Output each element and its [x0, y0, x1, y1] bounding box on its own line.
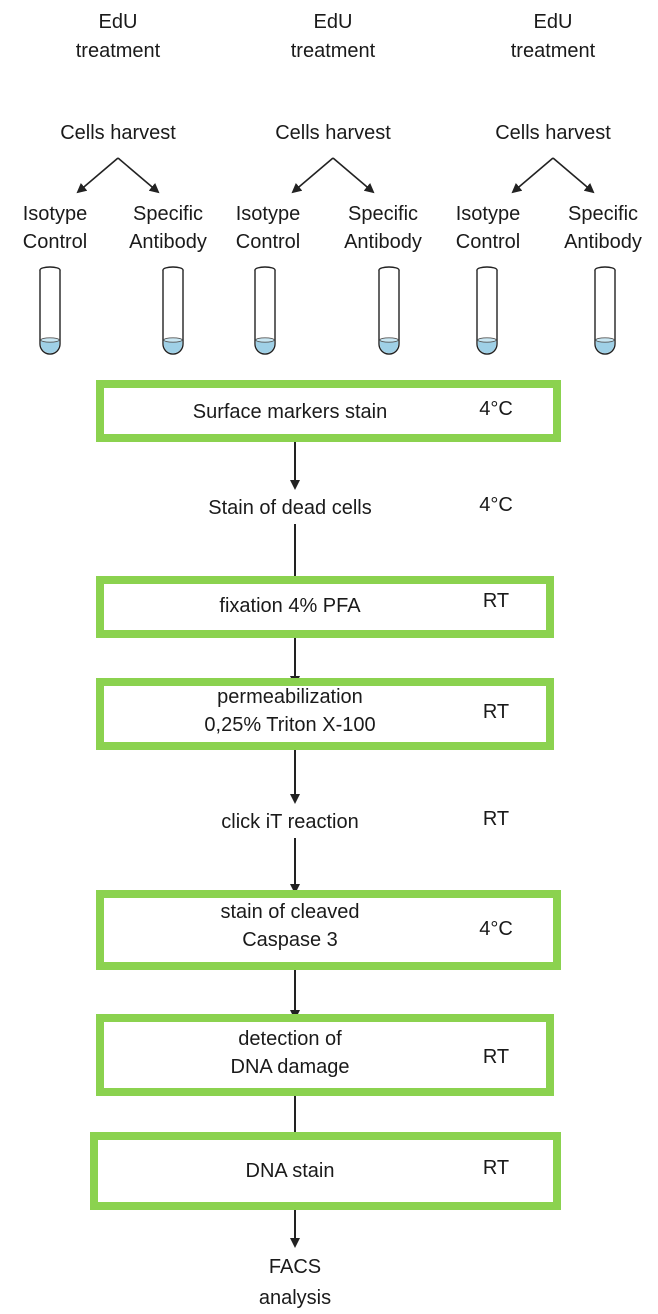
step-fixation-label: fixation 4% PFA — [140, 592, 440, 620]
step-dna-damage-condition: RT — [482, 1046, 510, 1068]
step-click-it-condition: RT — [482, 808, 510, 830]
arrow-head-icon — [290, 480, 300, 490]
flow-arrow — [294, 1210, 296, 1242]
step-permeabilization-box — [96, 678, 554, 750]
step-caspase-label: stain of cleaved Caspase 3 — [140, 898, 440, 954]
cells-harvest-label-3: Cells harvest — [495, 122, 611, 144]
label-line1: Isotype — [455, 203, 521, 225]
label-line2: Antibody — [344, 231, 422, 253]
label-line1: Specific — [132, 203, 204, 225]
test-tube-icon — [162, 266, 184, 355]
label-line1: Specific — [567, 203, 639, 225]
step-line1: stain of cleaved — [220, 901, 360, 923]
step-line1: fixation 4% PFA — [219, 595, 361, 617]
step-fixation-box — [96, 576, 554, 638]
treatment-line2: treatment — [75, 40, 161, 62]
step-dead-cells-label: Stain of dead cells — [140, 494, 440, 522]
step-fixation-condition: RT — [482, 590, 510, 612]
isotype-control-label-3: Isotype Control — [433, 200, 543, 256]
test-tube-icon — [39, 266, 61, 355]
step-surface-markers-label: Surface markers stain — [140, 398, 440, 426]
arrow-head-icon — [290, 1238, 300, 1248]
specific-antibody-label-1: Specific Antibody — [113, 200, 223, 256]
arrow-head-icon — [290, 884, 300, 894]
step-caspase-box — [96, 890, 561, 970]
step-permeabilization-condition: RT — [482, 701, 510, 723]
flow-arrow — [294, 838, 296, 888]
step-dna-damage-label: detection of DNA damage — [140, 1025, 440, 1081]
flow-arrow — [294, 638, 296, 680]
step-surface-markers-condition: 4°C — [479, 398, 513, 420]
split-arrow-icon — [76, 157, 160, 194]
step-line1: detection of — [238, 1028, 342, 1050]
label-line2: Control — [235, 231, 301, 253]
flow-arrow — [294, 970, 296, 1014]
test-tube-icon — [594, 266, 616, 355]
label-line2: Antibody — [129, 231, 207, 253]
cells-harvest-label-2: Cells harvest — [275, 122, 391, 144]
step-line1: Surface markers stain — [192, 401, 388, 423]
step-dead-cells-condition: 4°C — [479, 494, 513, 516]
label-line2: Antibody — [564, 231, 642, 253]
step-dna-stain-box — [90, 1132, 561, 1210]
split-arrow-icon — [511, 157, 595, 194]
label-line2: Control — [455, 231, 521, 253]
treatment-line2: treatment — [290, 40, 376, 62]
label-line1: Isotype — [235, 203, 301, 225]
flow-arrow — [294, 750, 296, 798]
final-line2: analysis — [258, 1287, 332, 1309]
label-line1: Isotype — [22, 203, 88, 225]
label-line2: Control — [22, 231, 88, 253]
isotype-control-label-2: Isotype Control — [213, 200, 323, 256]
flow-arrow — [294, 524, 296, 580]
edu-treatment-label-1: EdU treatment — [28, 8, 208, 66]
cells-harvest-label-1: Cells harvest — [60, 122, 176, 144]
step-dna-damage-box — [96, 1014, 554, 1096]
step-permeabilization-label: permeabilization 0,25% Triton X-100 — [140, 683, 440, 739]
flow-arrow — [294, 1096, 296, 1136]
label-line1: Specific — [347, 203, 419, 225]
step-dna-stain-condition: RT — [482, 1157, 510, 1179]
step-line2: Caspase 3 — [242, 929, 338, 951]
step-line1: DNA stain — [245, 1160, 335, 1182]
step-line2: DNA damage — [230, 1056, 350, 1078]
final-line1: FACS — [268, 1256, 322, 1278]
test-tube-icon — [476, 266, 498, 355]
edu-treatment-label-2: EdU treatment — [243, 8, 423, 66]
step-line1: Stain of dead cells — [208, 497, 372, 519]
step-line1: click iT reaction — [221, 811, 359, 833]
step-line1: permeabilization — [217, 686, 363, 708]
specific-antibody-label-3: Specific Antibody — [548, 200, 658, 256]
edu-treatment-label-3: EdU treatment — [463, 8, 643, 66]
split-arrow-icon — [291, 157, 375, 194]
step-surface-markers-box — [96, 380, 561, 442]
step-dna-stain-label: DNA stain — [140, 1157, 440, 1185]
step-line2: 0,25% Triton X-100 — [204, 714, 376, 736]
test-tube-icon — [254, 266, 276, 355]
treatment-line1: EdU — [98, 11, 138, 33]
flow-arrow — [294, 442, 296, 482]
treatment-line2: treatment — [510, 40, 596, 62]
step-click-it-label: click iT reaction — [140, 808, 440, 836]
isotype-control-label-1: Isotype Control — [0, 200, 110, 256]
arrow-head-icon — [290, 794, 300, 804]
step-caspase-condition: 4°C — [479, 918, 513, 940]
specific-antibody-label-2: Specific Antibody — [328, 200, 438, 256]
facs-analysis-label: FACS analysis — [225, 1252, 365, 1314]
test-tube-icon — [378, 266, 400, 355]
treatment-line1: EdU — [533, 11, 573, 33]
treatment-line1: EdU — [313, 11, 353, 33]
